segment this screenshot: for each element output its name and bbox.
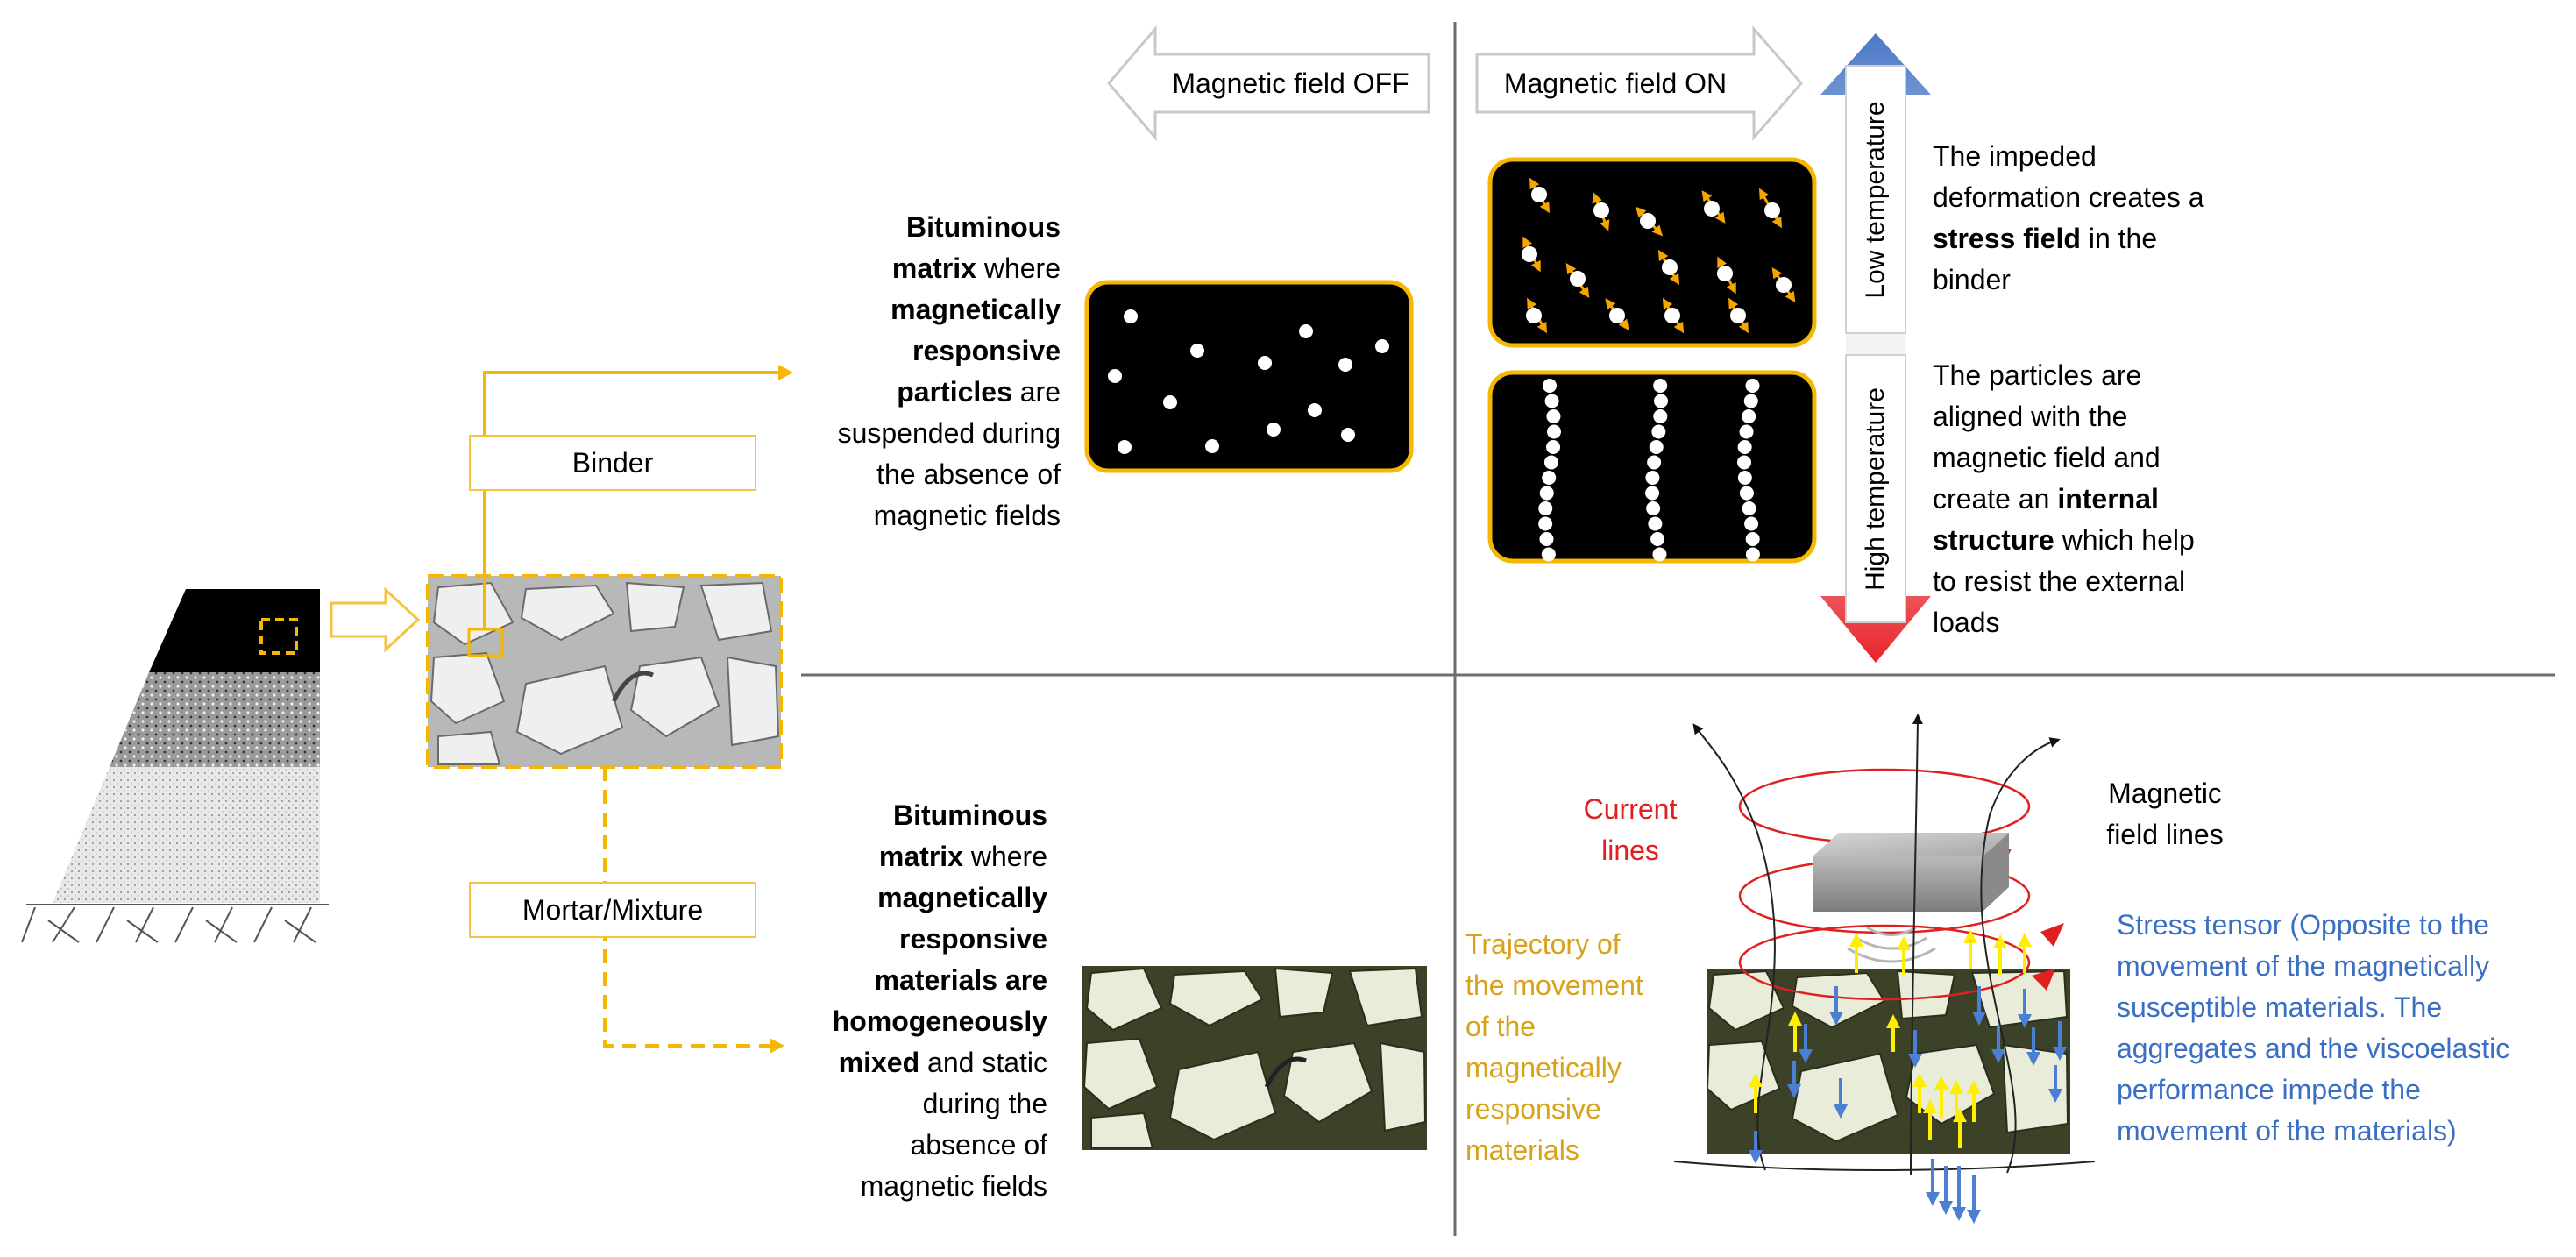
binder-label: Binder [469,435,756,491]
aligned-particle [1539,532,1554,546]
aligned-particle [1651,424,1666,439]
aligned-particle [1648,516,1663,531]
aligned-particle [1645,486,1660,501]
field-off-label: Magnetic field OFF [1172,67,1409,99]
mortar-label: Mortar/Mixture [469,882,756,938]
stress-tensor-description: Stress tensor (Opposite to the movement … [2117,909,2510,1147]
aligned-particle [1544,394,1559,408]
aligned-particle [1744,516,1759,531]
suspended-particles [1108,309,1389,454]
aligned-particle [1652,547,1667,562]
aligned-particle [1745,532,1760,546]
magnetic-field-lines-label: Magnetic field lines [2106,778,2224,850]
mixture-sample-color [1082,966,1427,1150]
aligned-particle [1546,424,1561,439]
binder-description: Bituminous matrix where magnetically res… [837,211,1061,531]
field-on-label: Magnetic field ON [1503,67,1728,99]
low-temperature-box [1845,65,1906,334]
binder-field-off-box [1084,280,1414,473]
aligned-particle [1745,379,1760,393]
stressed-particles [1522,177,1796,334]
aligned-particle [1649,440,1664,454]
sample-marker [259,618,298,655]
field-off-arrow [1107,25,1430,142]
aligned-particle [1653,394,1668,408]
aligned-particle [1743,394,1758,408]
aligned-particle [1739,486,1754,501]
aligned-particle-chains [1538,379,1760,562]
binder-connector-head [778,365,793,380]
trajectory-description: Trajectory of the movement of the magnet… [1465,928,1643,1166]
aligned-particle [1737,455,1752,470]
aligned-particle [1745,547,1760,562]
aligned-particle [1546,409,1561,423]
field-on-arrow [1475,25,1803,142]
aligned-particle [1646,501,1661,515]
aligned-particle [1538,516,1553,531]
low-temperature-label: Low temperature [1861,101,1890,299]
binder-connector [483,371,784,629]
aligned-particle [1742,501,1756,515]
aligned-particle [1546,440,1561,454]
aligned-particle [1737,471,1752,485]
aligned-particle [1742,409,1756,423]
high-temperature-description: The particles are aligned with the magne… [1933,359,2195,638]
aligned-particle [1543,379,1557,393]
aligned-particle [1739,424,1754,439]
mixture-sample-gray [426,574,783,769]
aligned-particle [1539,486,1554,501]
low-temperature-description: The impeded deformation creates a stress… [1933,140,2204,295]
aligned-particle [1653,409,1668,423]
mortar-description: Bituminous matrix where magnetically res… [832,799,1047,1202]
mortar-connector-head [770,1038,784,1054]
zoom-arrow [330,586,421,653]
magnetic-field-illustration [1673,714,2096,1224]
aligned-particle [1543,455,1558,470]
aligned-particle [1653,379,1668,393]
aligned-particle [1647,455,1662,470]
pavement-cross-section [21,589,329,943]
mortar-connector [603,767,771,1048]
current-lines-label: Current lines [1583,793,1678,866]
aligned-particle [1542,471,1557,485]
aligned-particle [1538,501,1553,515]
aligned-particle [1650,532,1665,546]
aligned-particle [1541,547,1556,562]
aligned-particle [1737,440,1752,454]
high-temperature-box [1845,354,1906,623]
aligned-particle [1645,471,1660,485]
high-temperature-label: High temperature [1861,387,1890,591]
